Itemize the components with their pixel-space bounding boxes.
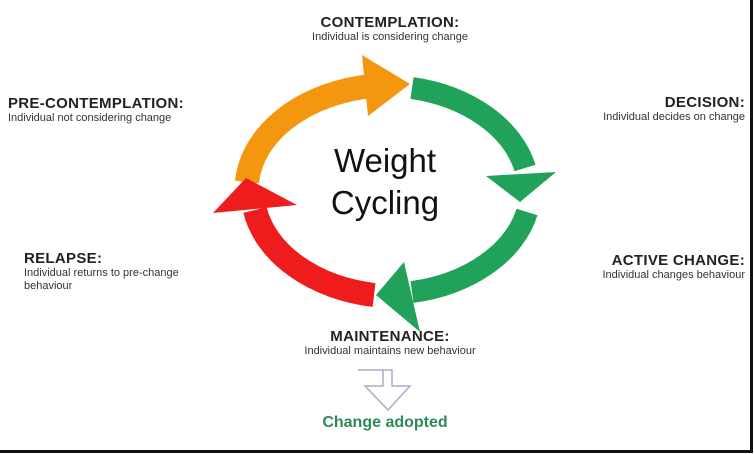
center-title: Weight Cycling <box>300 140 470 224</box>
green-arrow-maintenance <box>376 208 538 332</box>
center-title-line2: Cycling <box>330 184 440 221</box>
orange-arrow <box>235 55 410 184</box>
stage-pre-contemplation: PRE-CONTEMPLATION: Individual not consid… <box>8 95 268 125</box>
stage-desc: Individual not considering change <box>8 112 172 124</box>
stage-contemplation: CONTEMPLATION: Individual is considering… <box>270 14 510 44</box>
stage-maintenance: MAINTENANCE: Individual maintains new be… <box>250 328 530 358</box>
stage-name: CONTEMPLATION: <box>320 14 460 31</box>
stage-decision: DECISION: Individual decides on change <box>520 94 745 124</box>
center-title-line1: Weight <box>333 142 437 179</box>
stage-name: ACTIVE CHANGE: <box>611 252 745 269</box>
stage-active-change: ACTIVE CHANGE: Individual changes behavi… <box>510 252 746 282</box>
stage-desc: Individual changes behaviour <box>602 269 746 281</box>
stage-desc: Individual returns to pre-change behavio… <box>24 267 179 292</box>
stage-relapse: RELAPSE: Individual returns to pre-chang… <box>24 250 184 293</box>
down-arrow-outline-icon <box>358 369 412 412</box>
stage-desc: Individual maintains new behaviour <box>304 345 476 357</box>
red-arrow <box>213 178 376 307</box>
stage-name: RELAPSE: <box>24 250 103 267</box>
stage-desc: Individual decides on change <box>603 111 745 123</box>
stage-name: MAINTENANCE: <box>330 328 450 345</box>
outcome-label: Change adopted <box>322 414 448 431</box>
green-arrow-decision <box>410 77 556 202</box>
stage-name: PRE-CONTEMPLATION: <box>8 95 184 112</box>
stage-desc: Individual is considering change <box>312 31 468 43</box>
stage-name: DECISION: <box>664 94 745 111</box>
